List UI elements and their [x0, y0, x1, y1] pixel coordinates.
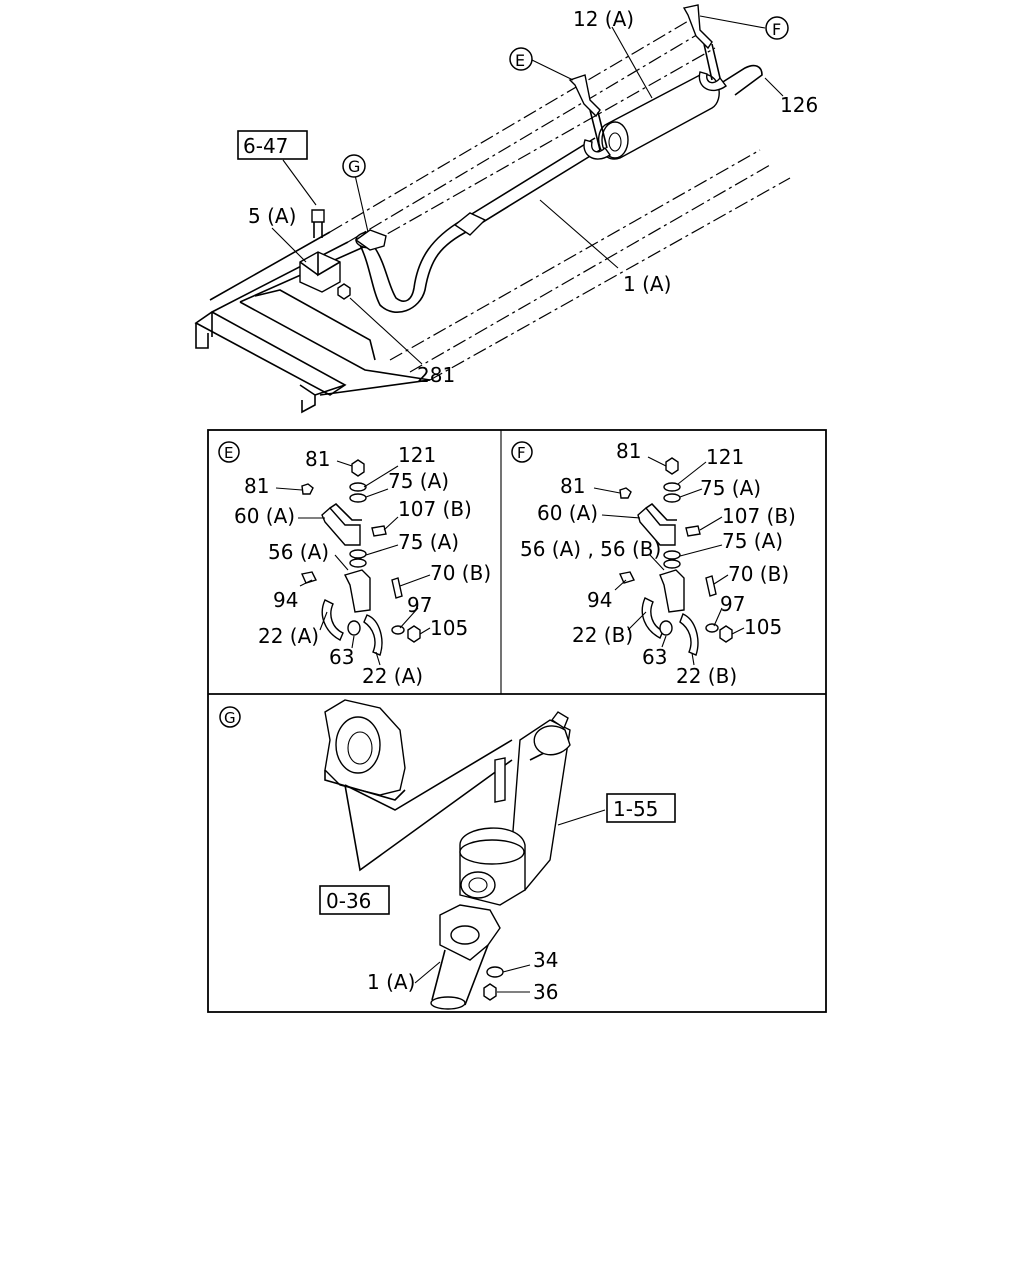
detail-g-marker: G	[224, 709, 236, 727]
label-e-56a: 56 (A)	[268, 540, 329, 564]
hanger-e	[568, 74, 611, 160]
label-f-60a: 60 (A)	[537, 501, 598, 525]
label-f-107b: 107 (B)	[722, 504, 796, 528]
detail-f-panel: F	[511, 439, 796, 688]
label-e-81-left: 81	[244, 474, 269, 498]
break-line	[344, 739, 513, 872]
label-e-63: 63	[329, 645, 354, 669]
chassis-frame	[194, 19, 791, 414]
label-f-22b-left: 22 (B)	[572, 623, 633, 647]
label-f-75a-mid: 75 (A)	[722, 529, 783, 553]
exhaust-manifold	[324, 699, 406, 801]
nut-36	[483, 983, 497, 1001]
detail-e-marker: E	[224, 444, 233, 462]
label-f-105: 105	[744, 615, 782, 639]
label-e-22a-left: 22 (A)	[258, 624, 319, 648]
exhaust-elbow	[459, 827, 526, 906]
label-e-22a-bottom: 22 (A)	[362, 664, 423, 688]
ref-box-1-55: 1-55	[606, 793, 676, 823]
label-e-75a-mid: 75 (A)	[398, 530, 459, 554]
label-g-36: 36	[533, 980, 558, 1004]
label-e-105: 105	[430, 616, 468, 640]
marker-g-text: G	[348, 157, 360, 176]
gasket-34	[486, 966, 504, 978]
label-e-107b: 107 (B)	[398, 497, 472, 521]
muffler-12a	[597, 64, 763, 160]
detail-f-leaders	[593, 456, 745, 666]
detail-e-panel: E	[218, 441, 491, 688]
label-g-1a: 1 (A)	[367, 970, 415, 994]
label-f-22b-bottom: 22 (B)	[676, 664, 737, 688]
label-e-60a: 60 (A)	[234, 504, 295, 528]
label-e-121: 121	[398, 443, 436, 467]
detail-g-leaders	[414, 809, 606, 993]
detail-g-panel: G	[219, 699, 676, 1010]
label-e-81-top: 81	[305, 447, 330, 471]
nut-281	[337, 283, 351, 300]
main-assembly-view: 6-47 E F G 12 (A) 126 5 (A) 1 (A) 281	[194, 4, 818, 414]
label-e-97: 97	[407, 593, 432, 617]
hanger-f	[682, 4, 727, 91]
marker-g: G	[342, 154, 366, 178]
ref-6-47-text: 6-47	[243, 134, 288, 158]
label-e-75a-top: 75 (A)	[388, 469, 449, 493]
label-f-97: 97	[720, 592, 745, 616]
label-f-56a-56b: 56 (A) , 56 (B)	[520, 537, 661, 561]
detail-f-marker: F	[517, 444, 526, 462]
label-1a: 1 (A)	[623, 272, 671, 296]
label-e-94: 94	[273, 588, 298, 612]
main-leader-lines	[271, 15, 784, 365]
label-281: 281	[417, 363, 455, 387]
bracket-5a	[299, 251, 341, 293]
label-g-34: 34	[533, 948, 558, 972]
detail-e-parts	[301, 459, 421, 656]
label-126: 126	[780, 93, 818, 117]
marker-e-text: E	[515, 51, 525, 70]
label-f-75a-top: 75 (A)	[700, 476, 761, 500]
label-f-63: 63	[642, 645, 667, 669]
bolt-6-47	[311, 209, 325, 238]
label-f-70b: 70 (B)	[728, 562, 789, 586]
ref-box-0-36: 0-36	[319, 885, 390, 915]
label-12a: 12 (A)	[573, 7, 634, 31]
ref-1-55-text: 1-55	[613, 797, 658, 821]
front-pipe-1a	[430, 904, 501, 1010]
label-f-81-left: 81	[560, 474, 585, 498]
detail-panels-frame	[207, 429, 827, 1013]
ref-0-36-text: 0-36	[326, 889, 371, 913]
marker-f-text: F	[772, 20, 781, 39]
marker-e: E	[509, 47, 533, 71]
label-f-94: 94	[587, 588, 612, 612]
detail-e-leaders	[275, 460, 431, 666]
detail-f-parts	[619, 457, 733, 656]
ref-box-6-47: 6-47	[237, 130, 308, 160]
label-f-121: 121	[706, 445, 744, 469]
label-5a: 5 (A)	[248, 204, 296, 228]
label-e-70b: 70 (B)	[430, 561, 491, 585]
label-f-81-top: 81	[616, 439, 641, 463]
marker-f: F	[765, 16, 789, 40]
